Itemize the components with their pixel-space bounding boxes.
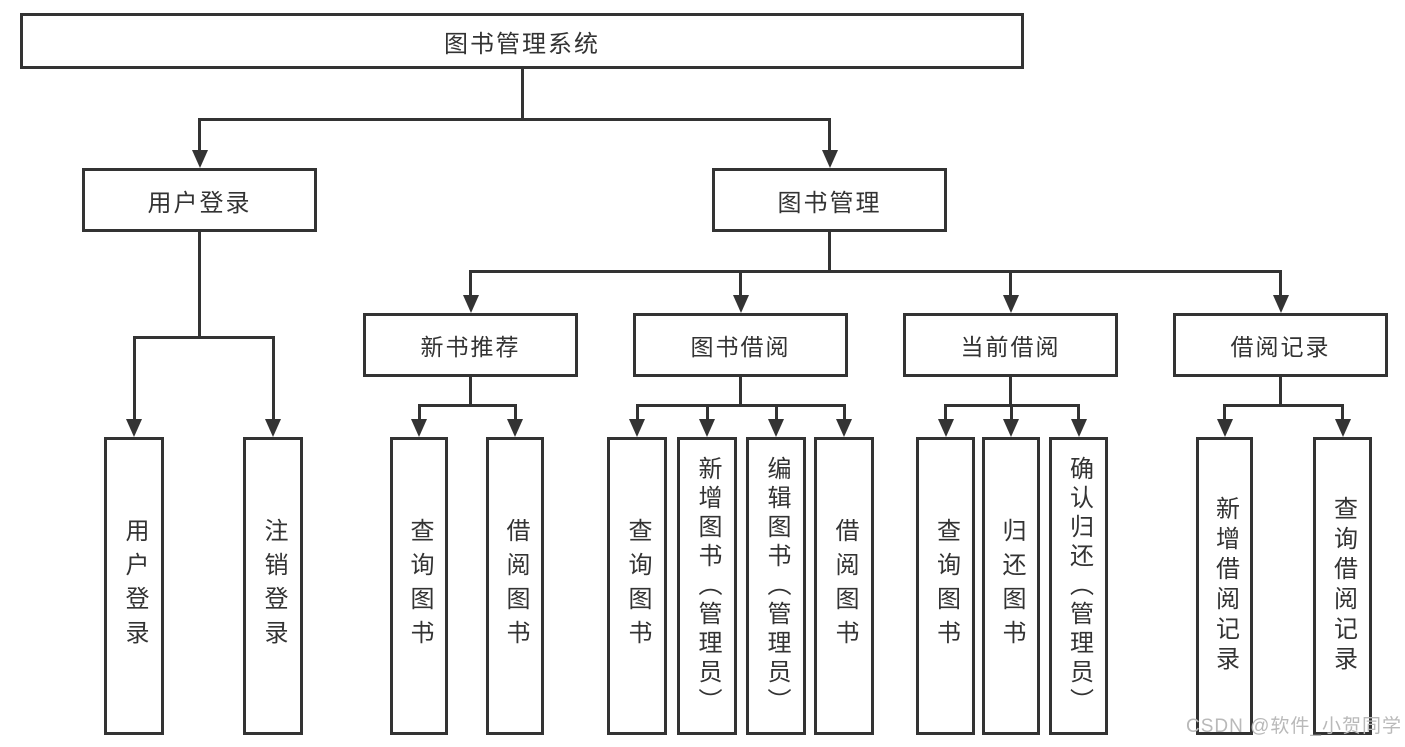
connector-line (1341, 404, 1344, 423)
connector-line (1223, 404, 1226, 423)
connector-line (520, 69, 524, 121)
leaf-query-books-recommend: 查询图书 (390, 437, 448, 735)
arrow-down-icon (265, 419, 281, 437)
node-borrow-records: 借阅记录 (1173, 313, 1388, 377)
leaf-query-borrow-record: 查询借阅记录 (1313, 437, 1372, 735)
leaf-label: 新增图书（管理员） (694, 455, 721, 717)
arrow-down-icon (821, 150, 838, 168)
connector-line (469, 270, 1282, 273)
connector-line (417, 404, 421, 423)
arrow-down-icon (191, 150, 208, 168)
connector-line (469, 270, 472, 299)
leaf-add-book-admin: 新增图书（管理员） (677, 437, 737, 735)
arrow-down-icon (462, 295, 479, 313)
leaf-label: 新增借阅记录 (1211, 496, 1239, 676)
node-label: 图书管理系统 (444, 30, 600, 58)
leaf-label: 归还图书 (998, 518, 1025, 654)
node-book-borrow: 图书借阅 (633, 313, 848, 377)
node-label: 借阅记录 (1230, 334, 1331, 360)
leaf-user-login: 用户登录 (104, 437, 164, 735)
arrow-down-icon (1002, 295, 1019, 313)
arrow-down-icon (411, 419, 427, 437)
leaf-label: 查询图书 (932, 518, 960, 654)
connector-line (635, 404, 639, 423)
leaf-confirm-return-admin: 确认归还（管理员） (1049, 437, 1108, 735)
node-label: 当前借阅 (960, 334, 1061, 360)
arrow-down-icon (768, 419, 784, 437)
leaf-add-borrow-record: 新增借阅记录 (1196, 437, 1253, 735)
connector-line (828, 118, 831, 154)
leaf-label: 查询图书 (406, 518, 433, 654)
connector-line (705, 404, 709, 423)
connector-line (1009, 404, 1013, 423)
leaf-label: 查询图书 (624, 518, 651, 654)
connector-line (1223, 404, 1344, 407)
connector-line (842, 404, 846, 423)
connector-line (271, 336, 275, 423)
arrow-down-icon (836, 419, 852, 437)
leaf-borrow-books-recommend: 借阅图书 (486, 437, 544, 735)
arrow-down-icon (1003, 419, 1019, 437)
node-label: 图书管理 (777, 189, 882, 217)
arrow-down-icon (699, 419, 715, 437)
connector-line (944, 404, 947, 423)
leaf-query-books-current: 查询图书 (916, 437, 975, 735)
leaf-return-book: 归还图书 (982, 437, 1040, 735)
connector-line (469, 377, 472, 407)
connector-line (417, 404, 517, 407)
leaf-label: 注销登录 (260, 518, 287, 654)
connector-line (1279, 270, 1282, 299)
arrow-down-icon (732, 295, 749, 313)
watermark: CSDN @软件_小贺同学 (1186, 716, 1402, 737)
leaf-label: 查询借阅记录 (1329, 496, 1357, 676)
leaf-label: 确认归还（管理员） (1065, 455, 1093, 717)
leaf-label: 用户登录 (121, 518, 148, 654)
connector-line (635, 404, 846, 407)
connector-line (1077, 404, 1080, 423)
leaf-logout: 注销登录 (243, 437, 303, 735)
connector-line (1009, 377, 1012, 407)
node-book-management: 图书管理 (712, 168, 947, 232)
node-label: 用户登录 (147, 189, 252, 217)
arrow-down-icon (1272, 295, 1289, 313)
connector-line (739, 270, 742, 299)
connector-line (774, 404, 778, 423)
arrow-down-icon (126, 419, 142, 437)
connector-line (513, 404, 517, 423)
arrow-down-icon (507, 419, 523, 437)
leaf-edit-book-admin: 编辑图书（管理员） (746, 437, 806, 735)
arrow-down-icon (629, 419, 645, 437)
connector-line (1279, 377, 1282, 407)
node-current-borrow: 当前借阅 (903, 313, 1118, 377)
leaf-label: 借阅图书 (502, 518, 529, 654)
connector-line (198, 118, 831, 121)
leaf-label: 借阅图书 (831, 518, 858, 654)
node-library-system: 图书管理系统 (20, 13, 1024, 69)
node-label: 图书借阅 (690, 334, 791, 360)
node-new-book-recommend: 新书推荐 (363, 313, 578, 377)
connector-line (739, 377, 742, 407)
connector-line (198, 118, 201, 154)
connector-line (828, 232, 831, 273)
arrow-down-icon (937, 419, 954, 437)
connector-line (198, 232, 201, 339)
node-user-login: 用户登录 (82, 168, 317, 232)
arrow-down-icon (1216, 419, 1233, 437)
leaf-query-books-borrow: 查询图书 (607, 437, 667, 735)
leaf-label: 编辑图书（管理员） (763, 455, 790, 717)
arrow-down-icon (1070, 419, 1087, 437)
arrow-down-icon (1334, 419, 1351, 437)
leaf-borrow-books: 借阅图书 (814, 437, 874, 735)
node-label: 新书推荐 (420, 334, 521, 360)
connector-line (1009, 270, 1012, 299)
connector-line (132, 336, 275, 339)
connector-line (132, 336, 136, 423)
